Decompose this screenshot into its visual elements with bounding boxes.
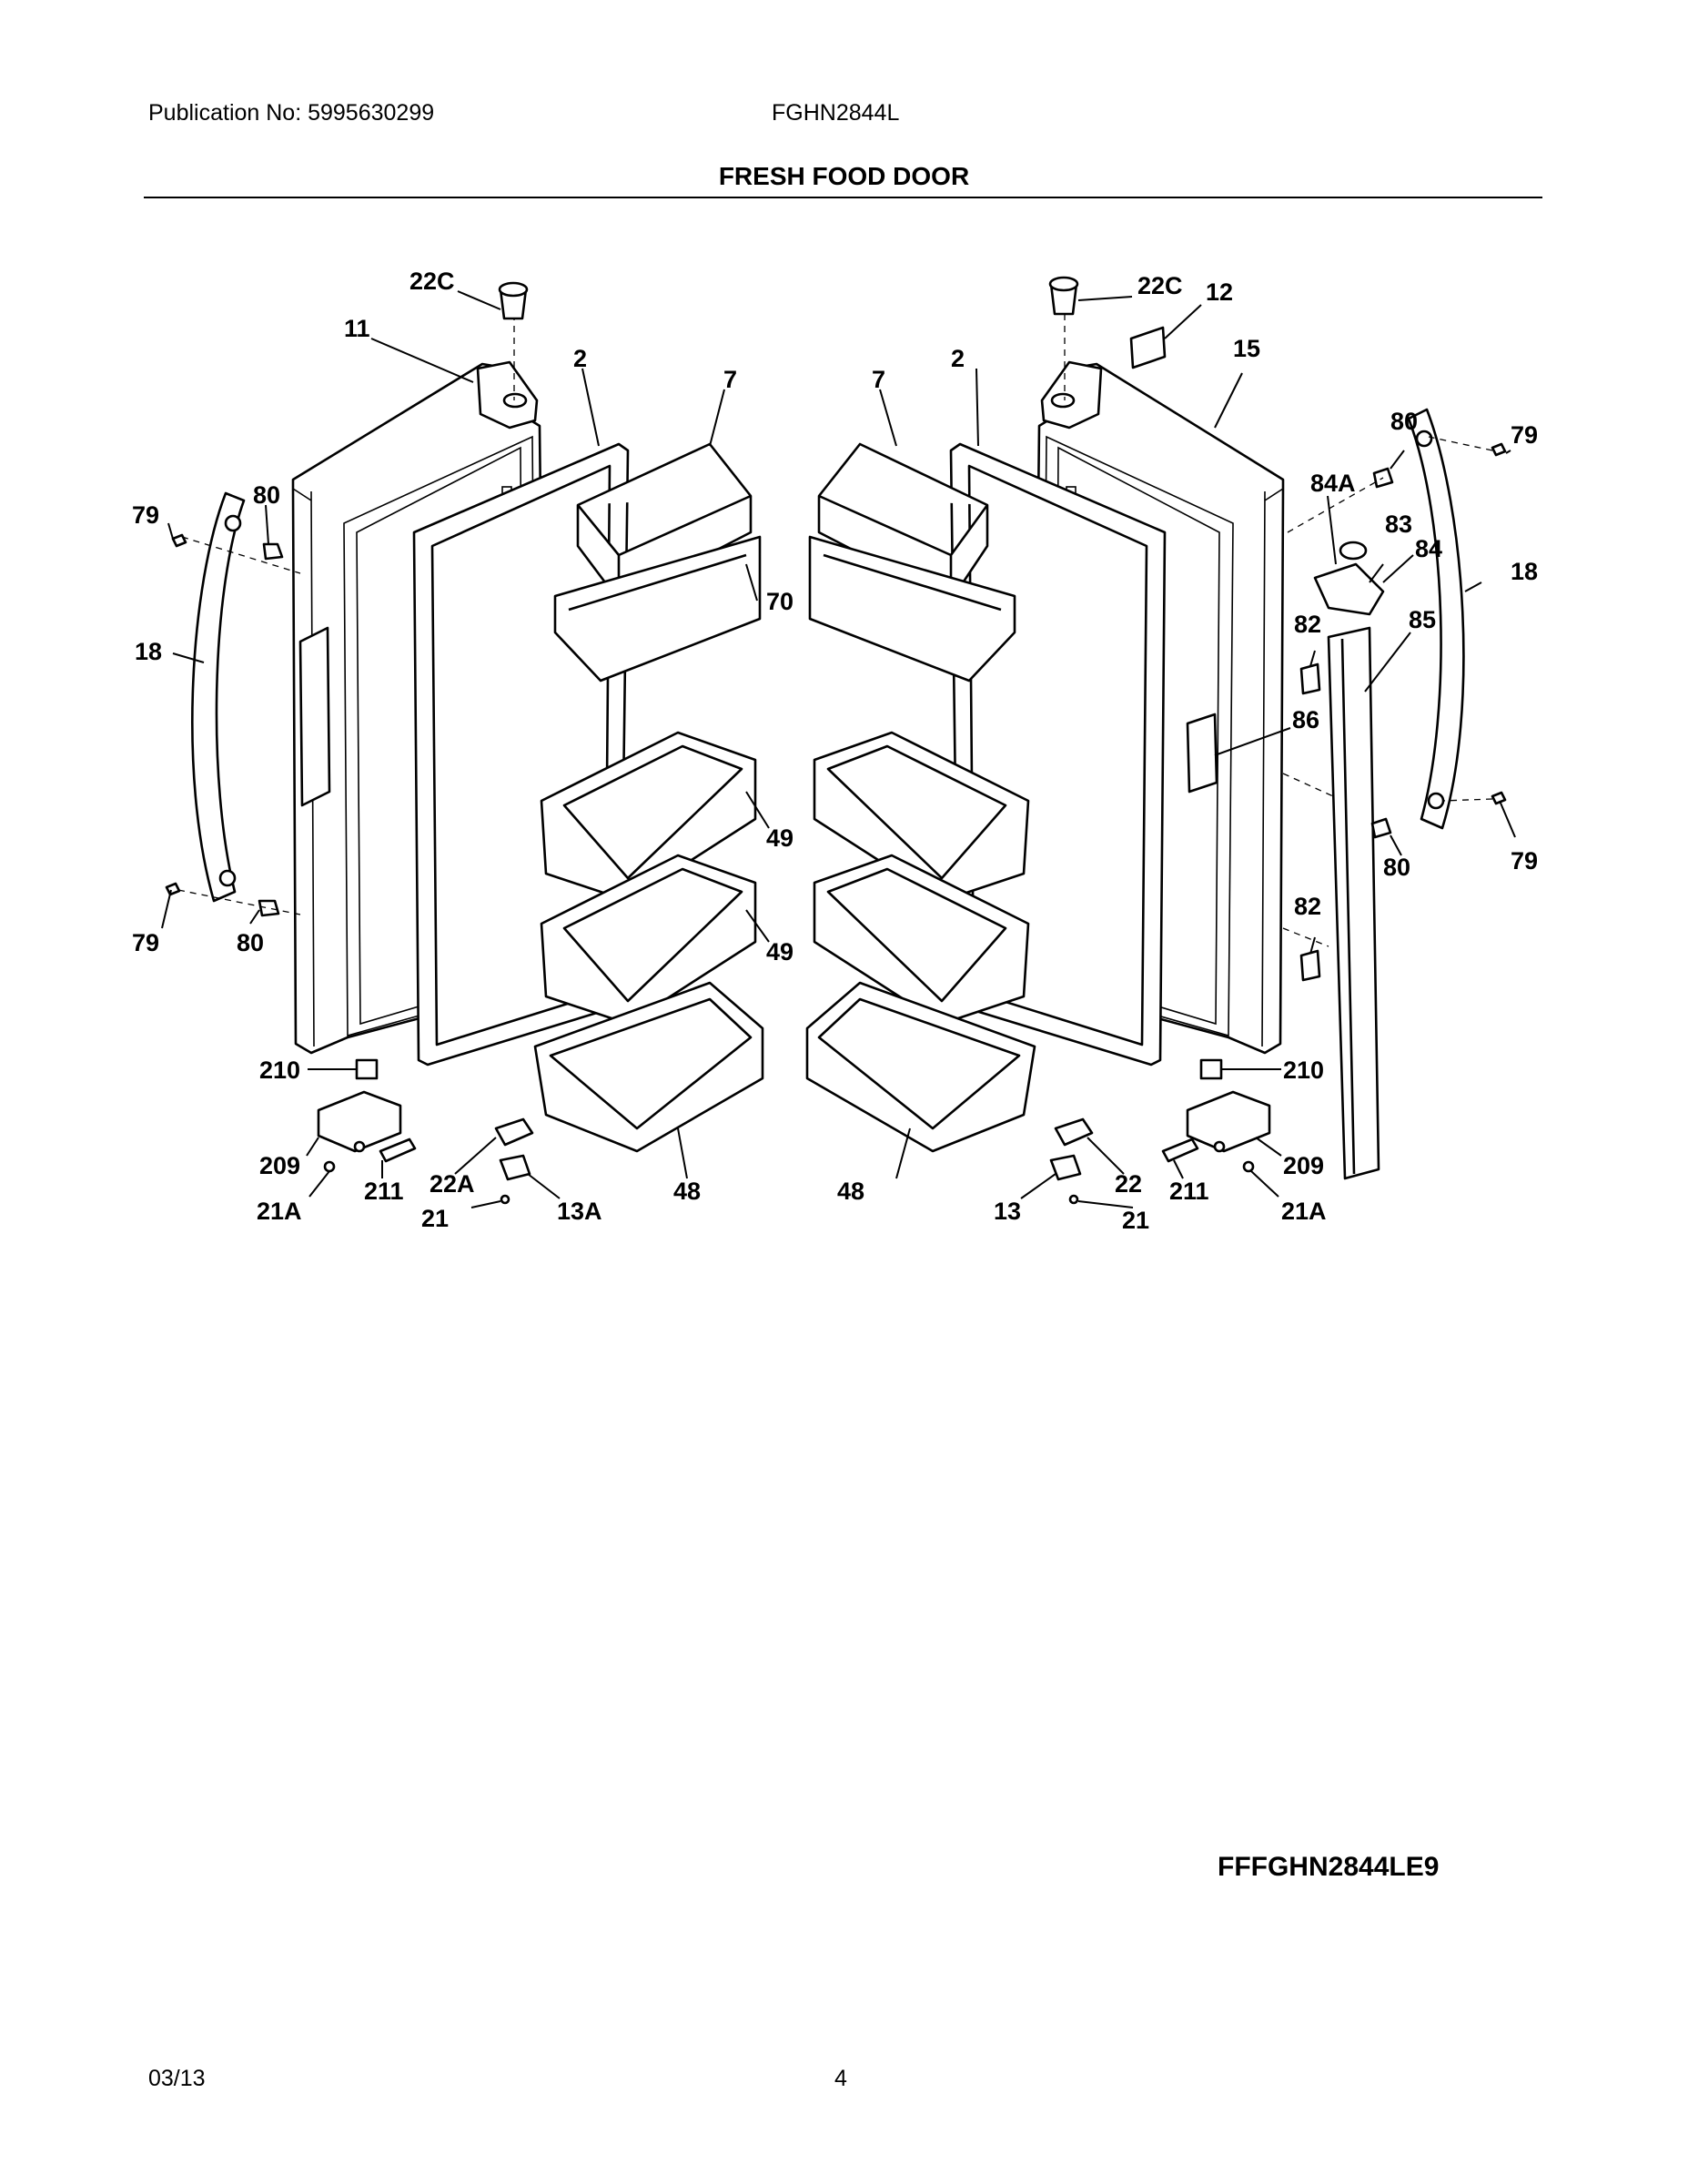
right-hinge-cap-210 [1199, 1058, 1223, 1080]
callout-49-left-a: 49 [766, 824, 793, 852]
callout-80-right-bot: 80 [1383, 854, 1410, 881]
left-door-bin-49-lower [540, 854, 757, 1026]
callout-83: 83 [1385, 511, 1412, 538]
left-door-bin-48 [533, 981, 764, 1153]
right-door-assembly [805, 314, 1507, 1205]
page-number: 4 [834, 2066, 847, 2091]
callout-79-right-bot: 79 [1511, 847, 1538, 875]
callout-21a-left: 21A [257, 1198, 302, 1225]
left-handle [191, 491, 246, 903]
callout-21a-right: 21A [1281, 1198, 1327, 1225]
section-title: FRESH FOOD DOOR [718, 162, 970, 190]
callout-85: 85 [1409, 606, 1436, 633]
callout-13a: 13A [557, 1198, 602, 1225]
callout-84a: 84A [1310, 470, 1356, 497]
callout-80-right-top: 80 [1390, 408, 1418, 435]
right-hinge-22 [1054, 1117, 1094, 1147]
right-door-bin-49-lower [813, 854, 1030, 1026]
callout-82-right-a: 82 [1294, 611, 1321, 638]
publication-date: 03/13 [148, 2066, 206, 2091]
callout-22: 22 [1115, 1170, 1142, 1198]
callout-48-right: 48 [837, 1178, 864, 1205]
title-rule [144, 197, 1542, 198]
callout-labels: 22C 11 2 7 79 80 18 70 49 49 79 80 210 2… [132, 268, 1538, 1234]
callout-18-right: 18 [1511, 558, 1538, 585]
callout-7-right: 7 [872, 366, 885, 393]
right-mullion-85 [1327, 626, 1380, 1180]
left-upper-bin-70 [553, 535, 762, 682]
left-hinge-pin-13a [499, 1154, 531, 1181]
left-hinge-22a [494, 1117, 534, 1147]
callout-22c-right: 22C [1137, 272, 1183, 299]
right-hinge-pin-13 [1049, 1154, 1082, 1181]
left-door-assembly [165, 314, 764, 1205]
left-door-bin-49-upper [540, 731, 757, 903]
callout-70: 70 [766, 588, 793, 615]
right-handle [1407, 408, 1465, 830]
callout-211-right: 211 [1169, 1178, 1209, 1205]
callout-209-left: 209 [259, 1152, 300, 1179]
left-hinge-209 [317, 1090, 402, 1153]
right-top-cap [1040, 360, 1103, 430]
callout-86: 86 [1292, 706, 1319, 733]
callout-15: 15 [1233, 335, 1260, 362]
callout-84: 84 [1415, 535, 1442, 562]
diagram-model-code: FFFGHN2844LE9 [1218, 1852, 1440, 1882]
right-cap-83 [1339, 541, 1368, 561]
callout-2-left: 2 [573, 345, 587, 372]
callout-80-left-bot: 80 [237, 929, 264, 956]
right-control-86 [1186, 713, 1218, 794]
callout-13: 13 [994, 1198, 1021, 1225]
callout-7-left: 7 [723, 366, 737, 393]
callout-80-left-top: 80 [253, 481, 280, 509]
callout-211-left: 211 [364, 1178, 404, 1205]
right-hinge-209 [1186, 1090, 1271, 1153]
callout-79-left-bot: 79 [132, 929, 159, 956]
callout-79-right-top: 79 [1511, 421, 1538, 449]
right-upper-bin [808, 535, 1016, 682]
callout-12: 12 [1206, 278, 1233, 306]
callout-82-right-b: 82 [1294, 893, 1321, 920]
callout-22c-left: 22C [409, 268, 455, 295]
callout-18-left: 18 [135, 638, 162, 665]
callout-21-left: 21 [421, 1205, 449, 1232]
callout-11: 11 [344, 315, 370, 342]
callout-79-left-top: 79 [132, 501, 159, 529]
right-mullion-cap-84 [1313, 562, 1385, 616]
callout-49-left-b: 49 [766, 938, 793, 966]
leader-lines [161, 290, 1516, 1208]
callout-209-right: 209 [1283, 1152, 1324, 1179]
callout-210-left: 210 [259, 1057, 300, 1084]
callout-2-right: 2 [951, 345, 965, 372]
right-door-bin-48 [805, 981, 1036, 1153]
callout-22a: 22A [430, 1170, 475, 1198]
publication-number: Publication No: 5995630299 [148, 100, 435, 126]
model-number: FGHN2844L [772, 100, 900, 126]
callout-48-left: 48 [673, 1178, 701, 1205]
callout-210-right: 210 [1283, 1057, 1324, 1084]
left-door-window [298, 626, 331, 807]
right-label-12 [1129, 326, 1167, 369]
left-hinge-cap-210 [355, 1058, 379, 1080]
bushings-22c [498, 276, 1079, 320]
right-door-bin-49-upper [813, 731, 1030, 903]
callout-21-right: 21 [1122, 1207, 1149, 1234]
